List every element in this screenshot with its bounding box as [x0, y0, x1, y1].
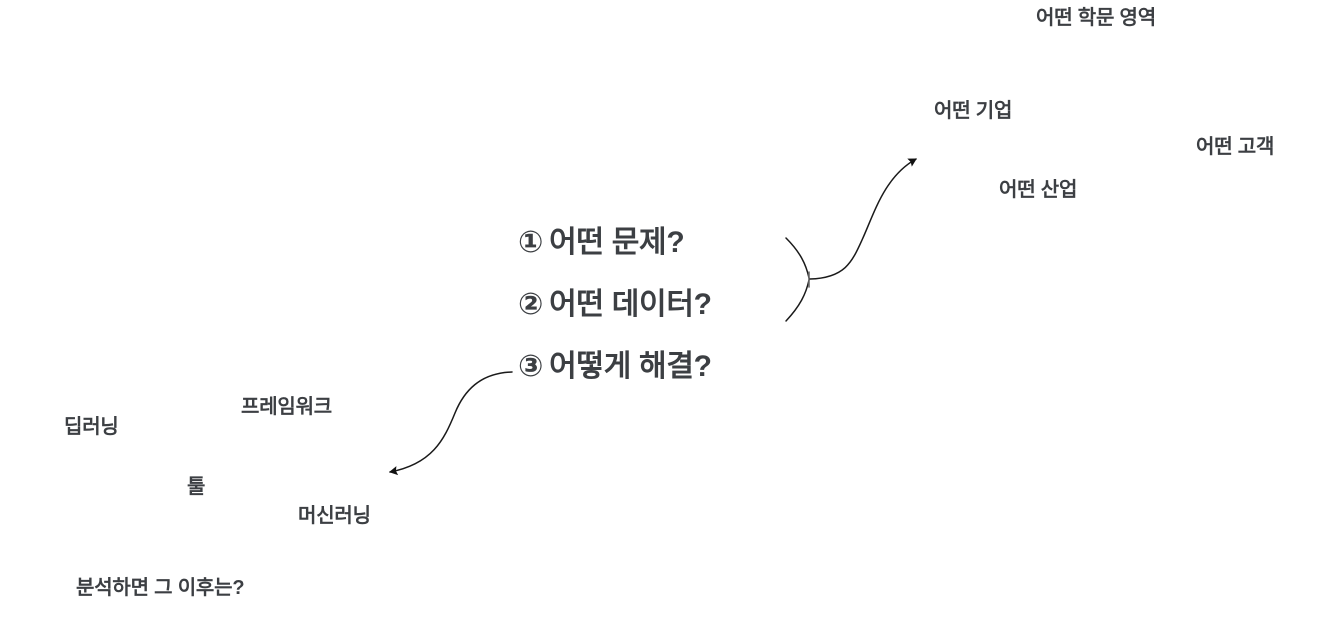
- keyword-industry: 어떤 산업: [999, 179, 1078, 201]
- question-label-2: 어떤 데이터?: [549, 288, 712, 321]
- keyword-after-analysis: 분석하면 그 이후는?: [76, 577, 245, 599]
- keyword-deep-learning: 딥러닝: [64, 416, 119, 438]
- circled-number-1-icon: ①: [518, 226, 544, 259]
- keyword-company: 어떤 기업: [934, 100, 1013, 122]
- keyword-academic-field: 어떤 학문 영역: [1036, 7, 1156, 29]
- arrow-to-domain-icon: [809, 158, 917, 280]
- circled-number-2-icon: ②: [518, 288, 544, 321]
- arrow-to-tools-icon: [389, 371, 513, 476]
- keyword-framework: 프레임워크: [241, 396, 332, 418]
- keyword-customer: 어떤 고객: [1196, 136, 1275, 158]
- question-label-3: 어떻게 해결?: [549, 350, 712, 383]
- keyword-tool: 툴: [187, 476, 206, 498]
- circled-number-3-icon: ③: [518, 350, 544, 383]
- keyword-machine-learning: 머신러닝: [298, 505, 371, 527]
- right-curly-brace-icon: [785, 237, 810, 322]
- question-label-1: 어떤 문제?: [549, 226, 685, 259]
